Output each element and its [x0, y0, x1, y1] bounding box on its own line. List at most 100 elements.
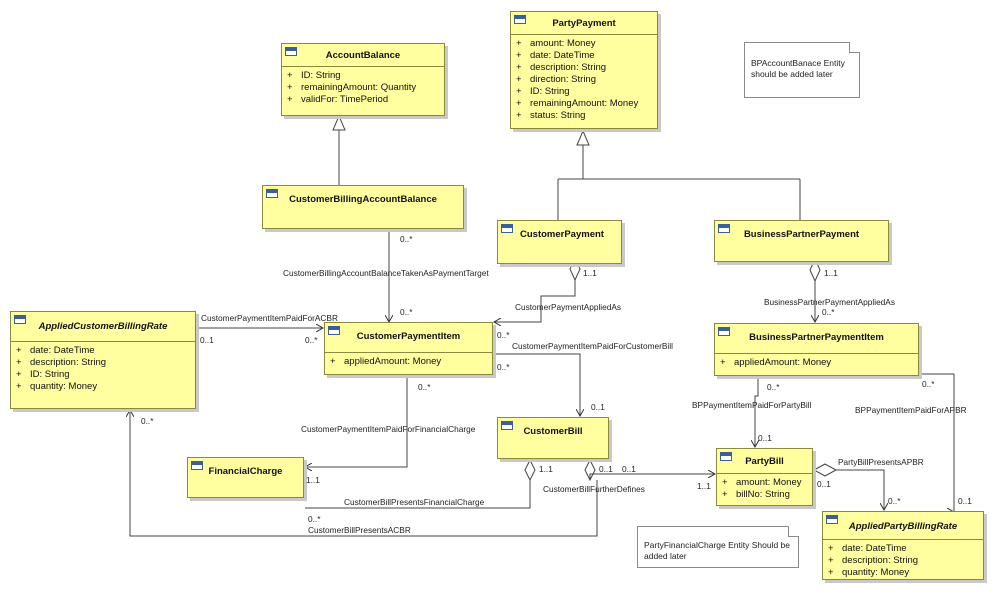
- class-applied-party-billing-rate[interactable]: AppliedPartyBillingRate +date: DateTime …: [822, 511, 984, 580]
- multiplicity: 0..*: [497, 362, 510, 372]
- class-party-bill[interactable]: PartyBill +amount: Money +billNo: String: [716, 448, 813, 506]
- class-icon: [514, 15, 526, 24]
- class-account-balance[interactable]: AccountBalance +ID: String +remainingAmo…: [281, 43, 445, 116]
- multiplicity: 1..1: [539, 464, 553, 474]
- multiplicity: 0..*: [418, 382, 431, 392]
- class-name: AccountBalance: [325, 50, 401, 61]
- multiplicity: 0..*: [497, 330, 510, 340]
- class-icon: [328, 326, 340, 335]
- class-icon: [285, 47, 297, 56]
- multiplicity: 0..1: [958, 496, 972, 506]
- attribute: +quantity: Money: [16, 381, 98, 392]
- association-label: PartyBillPresentsAPBR: [838, 457, 924, 467]
- attribute: +direction: String: [516, 74, 597, 85]
- attribute: +billNo: String: [722, 489, 790, 500]
- class-customer-bill[interactable]: CustomerBill: [497, 417, 609, 459]
- attribute: +status: String: [516, 110, 586, 121]
- multiplicity: 0..1: [817, 479, 831, 489]
- attribute-list: +date: DateTime +description: String +ID…: [11, 341, 195, 393]
- class-customer-billing-account-balance[interactable]: CustomerBillingAccountBalance: [262, 185, 464, 229]
- association-label: CustomerBillPresentsFinancialCharge: [344, 497, 485, 507]
- class-name: AppliedCustomerBillingRate: [38, 321, 168, 332]
- association-label: CustomerPaymentAppliedAs: [515, 302, 622, 312]
- attribute: +description: String: [16, 357, 107, 368]
- attribute: +remainingAmount: Money: [516, 98, 639, 109]
- class-icon: [501, 421, 513, 430]
- class-business-partner-payment-item[interactable]: BusinessPartnerPaymentItem +appliedAmoun…: [714, 323, 919, 376]
- attribute: +quantity: Money: [828, 567, 910, 578]
- class-name: CustomerBillingAccountBalance: [289, 194, 437, 205]
- class-applied-customer-billing-rate[interactable]: AppliedCustomerBillingRate +date: DateTi…: [10, 311, 196, 409]
- multiplicity: 0..1: [599, 464, 613, 474]
- multiplicity: 0..*: [822, 307, 835, 317]
- association-label: CustomerBillPresentsACBR: [308, 525, 411, 535]
- class-icon: [14, 315, 26, 324]
- multiplicity: 1..1: [697, 481, 711, 491]
- attribute: +ID: String: [16, 369, 70, 380]
- note-fold: [788, 526, 799, 537]
- multiplicity: 0..*: [767, 382, 780, 392]
- generalization-arrowhead: [332, 114, 346, 131]
- class-name: PartyPayment: [552, 18, 616, 29]
- multiplicity: 0..*: [305, 335, 318, 345]
- multiplicity: 0..1: [200, 335, 214, 345]
- class-business-partner-payment[interactable]: BusinessPartnerPayment: [714, 220, 889, 262]
- note-text: BPAccountBanace Entity should be added l…: [751, 58, 845, 79]
- class-name: CustomerPayment: [520, 229, 604, 240]
- class-icon: [720, 452, 732, 461]
- class-name: AppliedPartyBillingRate: [848, 521, 958, 532]
- class-customer-payment-item[interactable]: CustomerPaymentItem +appliedAmount: Mone…: [324, 322, 493, 375]
- multiplicity: 0..*: [888, 496, 901, 506]
- generalization-arrowhead-payment: [576, 129, 590, 146]
- class-icon: [266, 189, 278, 198]
- attribute: +ID: String: [287, 70, 341, 81]
- multiplicity: 1..1: [824, 268, 838, 278]
- attribute-list: +amount: Money +date: DateTime +descript…: [511, 34, 657, 122]
- class-icon: [826, 515, 838, 524]
- class-icon: [191, 461, 203, 470]
- multiplicity: 0..*: [922, 379, 935, 389]
- multiplicity: 0..*: [141, 416, 154, 426]
- note-bp-account-balance[interactable]: BPAccountBanace Entity should be added l…: [744, 42, 860, 98]
- association-label: CustomerBillingAccountBalanceTakenAsPaym…: [283, 268, 489, 278]
- attribute: +description: String: [828, 555, 919, 566]
- multiplicity: 0..1: [758, 433, 772, 443]
- multiplicity: 0..1: [622, 464, 636, 474]
- association-label: CustomerPaymentItemPaidForACBR: [201, 313, 338, 323]
- attribute-list: +amount: Money +billNo: String: [717, 473, 812, 501]
- class-icon: [501, 224, 513, 233]
- multiplicity: 0..*: [400, 234, 413, 244]
- class-customer-payment[interactable]: CustomerPayment: [497, 220, 622, 264]
- note-text: PartyFinancialCharge Entity Should be ad…: [644, 540, 790, 561]
- multiplicity: 1..1: [306, 475, 320, 485]
- association-label: BusinessPartnerPaymentAppliedAs: [764, 297, 895, 307]
- class-icon: [718, 224, 730, 233]
- attribute: +validFor: TimePeriod: [287, 94, 389, 105]
- attribute-list: +ID: String +remainingAmount: Quantity +…: [282, 66, 444, 106]
- multiplicity: 1..1: [583, 268, 597, 278]
- attribute: +appliedAmount: Money: [720, 357, 832, 368]
- association-label: CustomerBillFurtherDefines: [543, 484, 645, 494]
- note-fold: [849, 42, 860, 53]
- attribute-list: +appliedAmount: Money: [715, 353, 918, 369]
- association-label: CustomerPaymentItemPaidForCustomerBill: [512, 341, 673, 351]
- multiplicity: 0..1: [591, 402, 605, 412]
- association-label: CustomerPaymentItemPaidForFinancialCharg…: [301, 424, 476, 434]
- attribute: +appliedAmount: Money: [330, 356, 442, 367]
- class-name: CustomerPaymentItem: [356, 331, 461, 342]
- note-party-financial-charge[interactable]: PartyFinancialCharge Entity Should be ad…: [637, 526, 799, 568]
- attribute: +date: DateTime: [516, 50, 595, 61]
- class-name: BusinessPartnerPayment: [743, 229, 860, 240]
- class-name: PartyBill: [745, 456, 784, 467]
- multiplicity: 0..*: [308, 514, 321, 524]
- class-name: FinancialCharge: [208, 466, 283, 477]
- attribute: +amount: Money: [722, 477, 802, 488]
- attribute-list: +date: DateTime +description: String +qu…: [823, 539, 983, 579]
- attribute: +date: DateTime: [16, 345, 95, 356]
- class-financial-charge[interactable]: FinancialCharge: [187, 457, 304, 498]
- multiplicity: 0..*: [400, 307, 413, 317]
- attribute-list: +appliedAmount: Money: [325, 352, 492, 368]
- class-party-payment[interactable]: PartyPayment +amount: Money +date: DateT…: [510, 11, 658, 129]
- attribute: +remainingAmount: Quantity: [287, 82, 417, 93]
